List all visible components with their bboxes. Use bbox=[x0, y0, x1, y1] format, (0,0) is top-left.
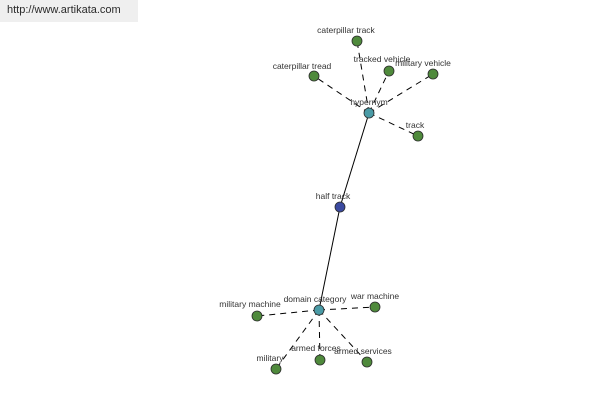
node-label-caterpillar-track[interactable]: caterpillar track bbox=[317, 25, 375, 35]
node-war-machine[interactable] bbox=[369, 301, 381, 313]
node-label-hypernym[interactable]: hypernym bbox=[350, 97, 387, 107]
edge-half-track-hypernym bbox=[339, 112, 370, 208]
graph-labels: caterpillar track caterpillar tread tracke… bbox=[219, 25, 451, 363]
edge-hypernym-caterpillar-tread bbox=[313, 75, 370, 114]
graph-edges bbox=[256, 40, 434, 370]
edge-domain-category-war-machine bbox=[318, 306, 376, 311]
edge-domain-category-armed-forces bbox=[318, 309, 321, 361]
node-tracked-vehicle[interactable] bbox=[383, 65, 395, 77]
node-hypernym[interactable] bbox=[363, 107, 375, 119]
edge-domain-category-military-machine bbox=[256, 309, 320, 317]
node-label-tracked-vehicle[interactable]: tracked vehicle bbox=[354, 54, 411, 64]
node-label-caterpillar-tread[interactable]: caterpillar tread bbox=[273, 61, 332, 71]
node-military-machine[interactable] bbox=[251, 310, 263, 322]
node-domain-category[interactable] bbox=[313, 304, 325, 316]
node-caterpillar-track[interactable] bbox=[351, 35, 363, 47]
edge-hypernym-military-vehicle bbox=[368, 73, 434, 114]
node-armed-services[interactable] bbox=[361, 356, 373, 368]
node-caterpillar-tread[interactable] bbox=[308, 70, 320, 82]
site-url[interactable]: http://www.artikata.com bbox=[0, 0, 138, 22]
node-label-military[interactable]: military bbox=[257, 353, 285, 363]
graph-nodes bbox=[251, 35, 439, 375]
edge-domain-category-military bbox=[275, 309, 320, 370]
edge-hypernym-caterpillar-track bbox=[356, 40, 370, 114]
node-label-military-vehicle[interactable]: military vehicle bbox=[395, 58, 451, 68]
node-label-armed-services[interactable]: armed services bbox=[334, 346, 392, 356]
edge-hypernym-tracked-vehicle bbox=[368, 70, 390, 114]
node-label-military-machine[interactable]: military machine bbox=[219, 299, 281, 309]
node-label-war-machine[interactable]: war machine bbox=[350, 291, 399, 301]
edge-half-track-domain-category bbox=[318, 206, 341, 311]
node-label-armed-forces[interactable]: armed forces bbox=[291, 343, 341, 353]
node-label-half-track[interactable]: half track bbox=[316, 191, 351, 201]
node-half-track[interactable] bbox=[334, 201, 346, 213]
node-military[interactable] bbox=[270, 363, 282, 375]
node-label-track[interactable]: track bbox=[406, 120, 425, 130]
node-track[interactable] bbox=[412, 130, 424, 142]
node-label-domain-category[interactable]: domain category bbox=[284, 294, 348, 304]
edge-hypernym-track bbox=[368, 112, 419, 137]
node-armed-forces[interactable] bbox=[314, 354, 326, 366]
node-military-vehicle[interactable] bbox=[427, 68, 439, 80]
edge-domain-category-armed-services bbox=[318, 309, 368, 363]
